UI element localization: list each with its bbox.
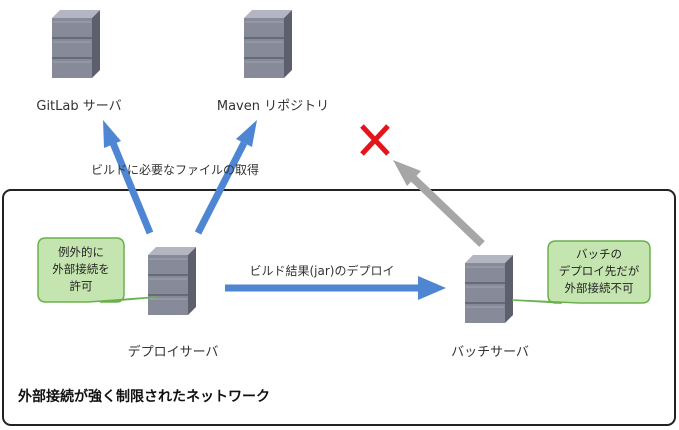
deploy-callout-text: 例外的に 外部接続を 許可 (52, 244, 110, 295)
deploy-callout-line-1: 例外的に (58, 245, 104, 259)
maven-repository-label: Maven リポジトリ (216, 99, 330, 114)
network-title: 外部接続が強く制限されたネットワーク (18, 389, 270, 405)
gitlab-server-icon (51, 9, 101, 79)
blocked-cross-icon (360, 124, 390, 156)
arrow-to-maven (194, 120, 257, 235)
arrow-deploy (225, 276, 446, 300)
arrow-blocked (393, 160, 485, 247)
arrow-to-gitlab (103, 120, 154, 235)
deploy-server-label: デプロイサーバ (127, 345, 219, 360)
batch-server-icon (464, 254, 514, 324)
batch-callout-line-1: バッチの (576, 247, 622, 261)
deploy-callout-line-3: 許可 (69, 279, 93, 293)
deploy-edge-label: ビルド結果(jar)のデプロイ (249, 264, 395, 278)
deploy-server-icon (147, 246, 197, 316)
deploy-callout-bubble (37, 237, 158, 303)
batch-callout-line-3: 外部接続不可 (564, 281, 634, 295)
batch-server-label: バッチサーバ (451, 345, 529, 360)
network-boundary (2, 189, 676, 426)
batch-callout-bubble (511, 240, 651, 304)
batch-callout-text: バッチの デプロイ先だが 外部接続不可 (559, 246, 640, 297)
deploy-callout-line-2: 外部接続を (52, 262, 110, 276)
batch-callout-line-2: デプロイ先だが (558, 264, 640, 278)
gitlab-server-label: GitLab サーバ (36, 99, 122, 114)
maven-server-icon (243, 9, 293, 79)
fetch-edge-label: ビルドに必要なファイルの取得 (90, 163, 260, 177)
